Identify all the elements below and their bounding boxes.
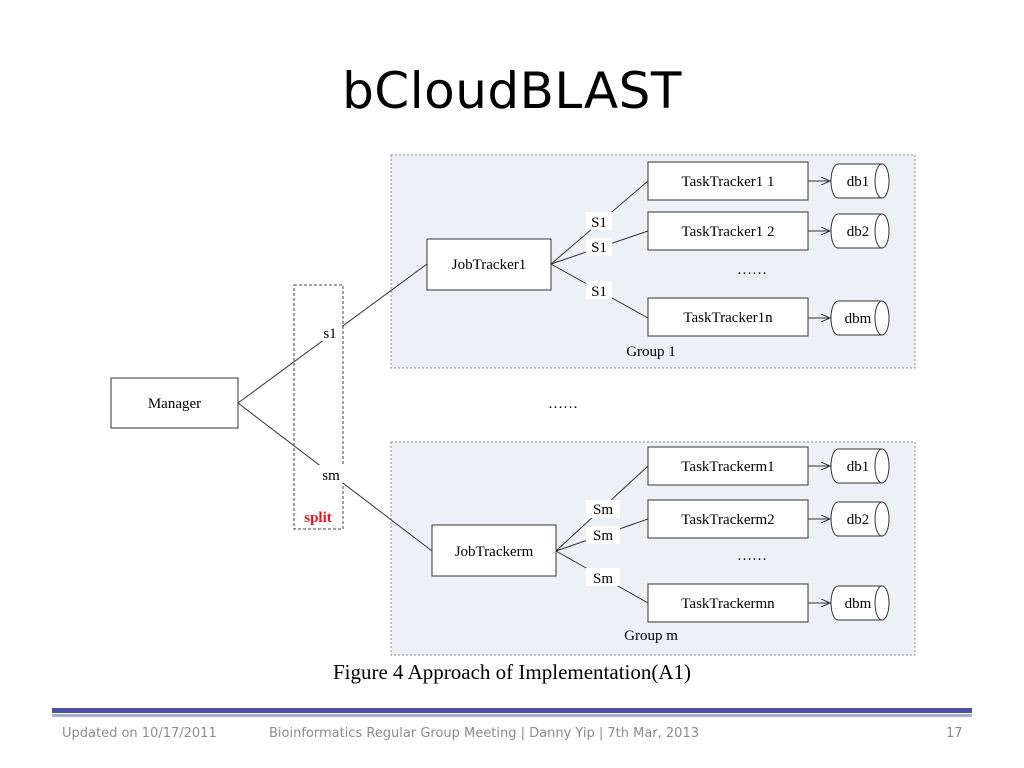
jobtracker-1-box — [426, 238, 552, 291]
tasktracker-box — [647, 583, 809, 623]
footer-divider — [52, 708, 972, 713]
database-icon — [830, 213, 890, 249]
database-label: db2 — [847, 512, 870, 528]
jobtracker-1-label: JobTracker1 — [452, 257, 526, 273]
group-m-label: Group m — [624, 628, 678, 644]
footer-page-number: 17 — [946, 726, 963, 741]
tasktracker-label: TaskTrackerm2 — [681, 512, 774, 528]
database-icon — [830, 163, 890, 199]
tasktracker-label: TaskTracker1n — [683, 310, 773, 326]
database-icon — [830, 300, 890, 336]
database-icon — [830, 448, 890, 484]
footer-updated: Updated on 10/17/2011 — [62, 726, 217, 741]
manager-label: Manager — [148, 396, 201, 412]
tasktracker-box — [647, 446, 809, 486]
footer-divider-light — [52, 714, 972, 717]
group-m-split-label: Sm — [593, 571, 613, 587]
tasktracker-box — [647, 161, 809, 201]
database-icon — [830, 501, 890, 537]
split-label: split — [304, 510, 332, 526]
database-label: db2 — [847, 224, 870, 240]
figure-caption: Figure 4 Approach of Implementation(A1) — [333, 660, 691, 684]
group-m-split-label: Sm — [593, 528, 613, 544]
jobtracker-m-label: JobTrackerm — [455, 544, 534, 560]
database-label: dbm — [845, 596, 872, 612]
database-label: db1 — [847, 174, 870, 190]
database-label: db1 — [847, 459, 870, 475]
footer-meeting: Bioinformatics Regular Group Meeting | D… — [268, 726, 699, 741]
tasktracker-label: TaskTrackerm1 — [681, 459, 774, 475]
implementation-diagram: Manager s1 sm split JobTracker1 S1 S1 S1… — [110, 154, 916, 684]
tasktracker-label: TaskTrackermn — [681, 596, 775, 612]
tasktracker-label: TaskTracker1 1 — [682, 174, 775, 190]
tasktracker-ellipsis: …… — [737, 548, 767, 564]
database-icon — [830, 585, 890, 621]
group-1: JobTracker1 S1 S1 S1 TaskTracker1 1 Task… — [426, 161, 890, 360]
jobtracker-m-box — [431, 524, 557, 577]
tasktracker-box — [647, 499, 809, 539]
slide-title: bCloudBLAST — [342, 62, 682, 120]
group-m: JobTrackerm Sm Sm Sm TaskTrackerm1 TaskT… — [431, 446, 890, 644]
manager-box — [110, 377, 239, 429]
group-1-split-label: S1 — [591, 240, 607, 256]
split-bottom-label: sm — [322, 468, 340, 484]
database-label: dbm — [845, 311, 872, 327]
group-m-split-label: Sm — [593, 502, 613, 518]
between-groups-ellipsis: …… — [548, 396, 578, 412]
split-box — [293, 284, 344, 530]
group-1-label: Group 1 — [626, 344, 676, 360]
tasktracker-ellipsis: …… — [737, 262, 767, 278]
split-top-label: s1 — [323, 326, 336, 342]
group-1-split-label: S1 — [591, 215, 607, 231]
tasktracker-box — [647, 297, 809, 337]
tasktracker-label: TaskTracker1 2 — [682, 224, 775, 240]
tasktracker-box — [647, 211, 809, 251]
group-1-split-label: S1 — [591, 284, 607, 300]
